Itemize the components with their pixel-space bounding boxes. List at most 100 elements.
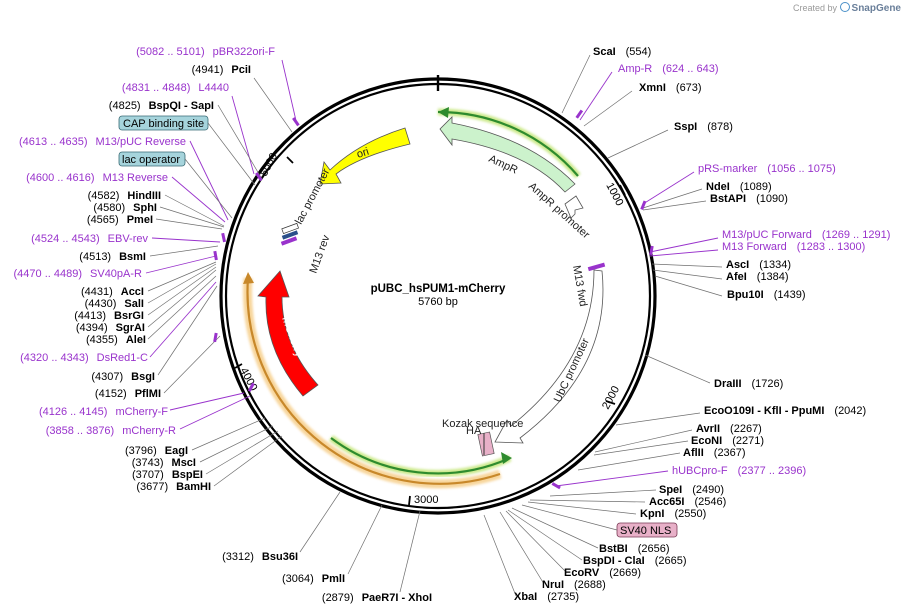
- lead-bsmi: [149, 245, 219, 257]
- site-left-mcherry-f[interactable]: (4126 .. 4145)mCherry-F: [39, 406, 168, 418]
- ampr-green-line: [437, 110, 579, 177]
- mcherry-feature[interactable]: [257, 270, 319, 397]
- site-right-prs-marker[interactable]: pRS-marker(1056 .. 1075): [698, 163, 836, 175]
- lead-bamhi: [213, 435, 283, 487]
- lac-promoter-feature[interactable]: [281, 222, 299, 235]
- site-right-m13-forward[interactable]: M13 Forward(1283 .. 1300): [722, 241, 865, 253]
- ampr-promoter-feature[interactable]: [564, 195, 584, 219]
- site-right-kpni[interactable]: KpnI(2550): [640, 508, 706, 520]
- tick-2000-mark: [605, 400, 616, 405]
- site-left-pbr322ori-f[interactable]: (5082 .. 5101)pBR322ori-F: [136, 46, 275, 58]
- site-right-avrii[interactable]: AvrII(2267): [696, 423, 762, 435]
- site-left-msci[interactable]: (3743)MscI: [132, 457, 196, 469]
- site-left-bsrgi[interactable]: (4413)BsrGI: [74, 310, 144, 322]
- site-left-bsgi[interactable]: (4307)BsgI: [91, 371, 155, 383]
- site-right-bstapi[interactable]: BstAPI(1090): [710, 193, 788, 205]
- sv40-nls-box[interactable]: SV40 NLS: [616, 522, 678, 538]
- site-left-l4440[interactable]: (4831 .. 4848)L4440: [122, 82, 229, 94]
- site-left-pmli[interactable]: (3064)PmlI: [282, 573, 345, 585]
- site-right-draiii[interactable]: DraIII(1726): [714, 378, 783, 390]
- site-right-m13puc-forward[interactable]: M13/pUC Forward(1269 .. 1291): [722, 229, 890, 241]
- lac-operator-box[interactable]: lac operator: [118, 151, 186, 167]
- site-right-aflii[interactable]: AflII(2367): [683, 447, 746, 459]
- site-right-bpu10i[interactable]: Bpu10I(1439): [727, 289, 805, 301]
- ubc-promoter-feature[interactable]: [494, 269, 604, 444]
- lead-sspi: [607, 129, 669, 159]
- site-right-spei[interactable]: SpeI(2490): [659, 484, 724, 496]
- lead-sgrai: [147, 269, 217, 328]
- lead-xmni: [583, 90, 633, 127]
- lead-m13rev: [171, 176, 226, 223]
- site-left-pcii[interactable]: (4941)PciI: [192, 64, 251, 76]
- lead-ecoo109i: [615, 412, 701, 426]
- snapgene-logo-icon: [839, 2, 850, 12]
- site-right-nrui[interactable]: NruI(2688): [542, 579, 606, 591]
- credit-prefix: Created by: [792, 3, 838, 13]
- cap-binding-site-box[interactable]: CAP binding site: [118, 115, 209, 131]
- lead-pcii: [253, 77, 293, 133]
- m13-rev-label: M13 rev: [308, 233, 333, 275]
- lead-acc65i: [529, 499, 646, 503]
- site-left-hindiii[interactable]: (4582)HindIII: [88, 190, 161, 202]
- ampr-promoter-label: AmpR promoter: [526, 180, 592, 241]
- site-right-bstbi[interactable]: BstBI(2656): [599, 543, 670, 555]
- cap-binding-site-text: CAP binding site: [123, 118, 204, 130]
- ampr-feature[interactable]: [439, 116, 576, 193]
- ampr-green-arrowhead: [438, 107, 449, 118]
- primer-mark-hubcpro: [551, 482, 561, 490]
- site-right-scai[interactable]: ScaI(554): [593, 46, 651, 58]
- site-left-pflmi[interactable]: (4152)PflMI: [95, 388, 161, 400]
- site-right-ecorv[interactable]: EcoRV(2669): [564, 567, 641, 579]
- site-left-ebv-rev[interactable]: (4524 .. 4543)EBV-rev: [31, 233, 148, 245]
- site-left-pmei[interactable]: (4565)PmeI: [87, 214, 153, 226]
- lead-sphi: [159, 206, 225, 228]
- site-left-bamhi[interactable]: (3677)BamHI: [136, 481, 211, 493]
- site-left-bsmi[interactable]: (4513)BsmI: [79, 251, 146, 263]
- m13-rev-feature[interactable]: [280, 236, 298, 246]
- ori-feature[interactable]: [319, 127, 411, 185]
- lead-pmei: [155, 218, 223, 230]
- site-left-sv40pa-r[interactable]: (4470 .. 4489)SV40pA-R: [14, 268, 143, 280]
- site-right-amp-r[interactable]: Amp-R(624 .. 643): [618, 63, 719, 75]
- tick-label-3000: 3000: [414, 494, 438, 506]
- site-right-bspdi-clai[interactable]: BspDI - ClaI(2665): [583, 555, 687, 567]
- lead-m13puc-rev: [189, 140, 229, 221]
- site-left-m13puc-reverse[interactable]: (4613 .. 4635)M13/pUC Reverse: [19, 136, 186, 148]
- lead-ebv: [151, 237, 221, 243]
- site-left-bspei[interactable]: (3707)BspEI: [132, 469, 203, 481]
- site-left-sgrai[interactable]: (4394)SgrAI: [76, 322, 145, 334]
- site-left-bsu36i[interactable]: (3312)Bsu36I: [222, 551, 298, 563]
- lead-econi: [593, 440, 689, 456]
- site-left-alei[interactable]: (4355)AleI: [86, 334, 146, 346]
- site-right-ndei[interactable]: NdeI(1089): [706, 181, 772, 193]
- site-left-bspqi-sapi[interactable]: (4825)BspQI - SapI: [109, 100, 214, 112]
- site-right-econi[interactable]: EcoNI(2271): [691, 435, 764, 447]
- lead-ampr: [579, 71, 613, 121]
- lead-pflmi: [163, 335, 221, 394]
- site-right-ecoo109i[interactable]: EcoO109I - KflI - PpuMI(2042): [704, 405, 866, 417]
- site-left-acci[interactable]: (4431)AccI: [81, 286, 144, 298]
- lead-bsu36i: [299, 491, 341, 553]
- ubc-promoter-label: UbC promoter: [552, 336, 592, 404]
- m13-fwd-feature[interactable]: [587, 262, 606, 272]
- site-left-sali[interactable]: (4430)SalI: [85, 298, 144, 310]
- site-left-dsred1-c[interactable]: (4320 .. 4343)DsRed1-C: [20, 352, 148, 364]
- lead-bstapi: [642, 200, 707, 211]
- lead-hindiii: [164, 194, 225, 227]
- primer-mark-dsred: [213, 332, 218, 343]
- site-right-xmni[interactable]: XmnI(673): [639, 82, 702, 94]
- site-right-afei[interactable]: AfeI(1384): [726, 271, 789, 283]
- site-left-paer7i-xhoi[interactable]: (2879)PaeR7I - XhoI: [322, 592, 432, 604]
- lead-scai: [561, 54, 591, 114]
- lac-operator-feature[interactable]: [281, 230, 299, 240]
- site-left-sphi[interactable]: (4580)SphI: [93, 202, 157, 214]
- site-right-sspi[interactable]: SspI(878): [674, 121, 733, 133]
- site-left-m13-reverse[interactable]: (4600 .. 4616)M13 Reverse: [26, 172, 168, 184]
- credit-brand: SnapGene: [851, 3, 901, 14]
- site-right-acc65i[interactable]: Acc65I(2546): [649, 496, 726, 508]
- site-right-xbai[interactable]: XbaI(2735): [514, 591, 579, 603]
- site-left-eagi[interactable]: (3796)EagI: [125, 445, 188, 457]
- site-left-mcherry-r[interactable]: (3858 .. 3876)mCherry-R: [46, 425, 176, 437]
- site-right-asci[interactable]: AscI(1334): [726, 259, 791, 271]
- site-right-hubcpro-f[interactable]: hUBCpro-F(2377 .. 2396): [672, 465, 806, 477]
